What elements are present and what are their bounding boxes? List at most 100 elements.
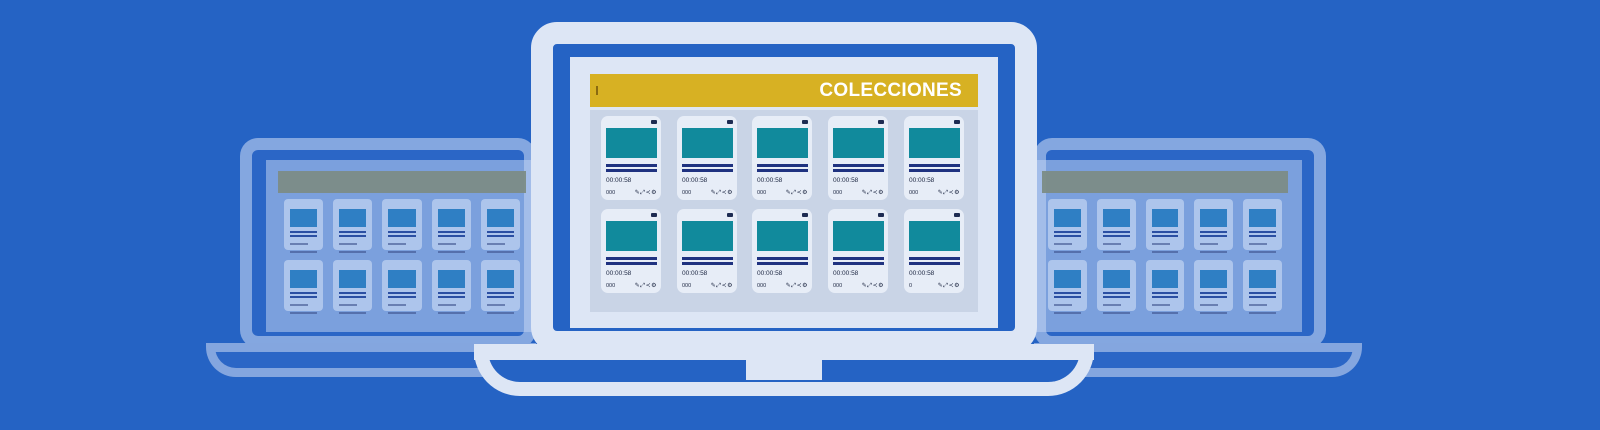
card-badge-icon [802,120,808,124]
right-card [1145,260,1185,314]
share-icon[interactable]: ≺ [645,282,652,289]
left-card [382,199,422,253]
card-badge-icon [878,120,884,124]
card-actions[interactable]: ✎⤢≺⚙ [938,189,960,197]
share-icon[interactable]: ≺ [721,189,728,196]
expand-icon[interactable]: ⤢ [716,189,722,196]
expand-icon[interactable]: ⤢ [791,189,797,196]
share-icon[interactable]: ≺ [645,189,652,196]
card-actions[interactable]: ✎⤢≺⚙ [711,282,733,290]
video-thumbnail[interactable] [606,128,657,158]
left-laptop-grid [284,199,520,314]
video-thumbnail[interactable] [909,128,960,158]
card-actions[interactable]: ✎⤢≺⚙ [786,282,808,290]
settings-icon[interactable]: ⚙ [727,189,733,196]
card-duration: 00:00:58 [909,270,935,277]
left-card [431,260,471,314]
pencil-icon[interactable]: ✎ [710,189,717,196]
center-base-gap-right [822,360,1068,374]
pencil-icon[interactable]: ✎ [937,189,944,196]
card-actions[interactable]: ✎⤢≺⚙ [635,189,657,197]
collection-card[interactable]: 00:00:58 000 ✎⤢≺⚙ [752,209,812,293]
settings-icon[interactable]: ⚙ [954,189,960,196]
card-actions[interactable]: ✎⤢≺⚙ [862,189,884,197]
pencil-icon[interactable]: ✎ [785,189,792,196]
right-card [1048,260,1087,314]
card-badge-icon [802,213,808,217]
expand-icon[interactable]: ⤢ [640,282,646,289]
share-icon[interactable]: ≺ [796,282,803,289]
video-thumbnail[interactable] [757,221,808,251]
settings-icon[interactable]: ⚙ [802,189,808,196]
share-icon[interactable]: ≺ [948,282,955,289]
collection-card[interactable]: 00:00:58 000 ✎⤢≺⚙ [677,209,737,293]
share-icon[interactable]: ≺ [948,189,955,196]
pencil-icon[interactable]: ✎ [937,282,944,289]
card-duration: 00:00:58 [833,270,859,277]
expand-icon[interactable]: ⤢ [716,282,722,289]
expand-icon[interactable]: ⤢ [640,189,646,196]
collection-card[interactable]: 00:00:58 000 ✎⤢≺⚙ [677,116,737,200]
left-card [480,199,520,253]
card-actions[interactable]: ✎⤢≺⚙ [635,282,657,290]
collection-card[interactable]: 00:00:58 000 ✎⤢≺⚙ [828,209,888,293]
settings-icon[interactable]: ⚙ [651,189,657,196]
card-badge-icon [954,120,960,124]
settings-icon[interactable]: ⚙ [802,282,808,289]
collection-card[interactable]: 00:00:58 000 ✎⤢≺⚙ [601,209,661,293]
share-icon[interactable]: ≺ [796,189,803,196]
card-badge-icon [954,213,960,217]
card-count: 000 [682,190,692,196]
card-count: 000 [606,190,616,196]
collection-card[interactable]: 00:00:58 000 ✎⤢≺⚙ [828,116,888,200]
card-duration: 00:00:58 [682,177,708,184]
collection-card[interactable]: 00:00:58 0 ✎⤢≺⚙ [904,209,964,293]
settings-icon[interactable]: ⚙ [727,282,733,289]
expand-icon[interactable]: ⤢ [943,282,949,289]
card-actions[interactable]: ✎⤢≺⚙ [938,282,960,290]
video-thumbnail[interactable] [757,128,808,158]
settings-icon[interactable]: ⚙ [878,282,884,289]
video-thumbnail[interactable] [833,221,884,251]
share-icon[interactable]: ≺ [872,282,879,289]
card-actions[interactable]: ✎⤢≺⚙ [786,189,808,197]
video-thumbnail[interactable] [682,128,733,158]
video-thumbnail[interactable] [833,128,884,158]
card-duration: 00:00:58 [606,177,632,184]
right-card [1096,199,1136,253]
center-laptop-notch [746,358,822,380]
header-marker-icon [596,86,598,95]
card-badge-icon [878,213,884,217]
expand-icon[interactable]: ⤢ [943,189,949,196]
video-thumbnail[interactable] [909,221,960,251]
pencil-icon[interactable]: ✎ [634,282,641,289]
pencil-icon[interactable]: ✎ [785,282,792,289]
expand-icon[interactable]: ⤢ [791,282,797,289]
pencil-icon[interactable]: ✎ [710,282,717,289]
share-icon[interactable]: ≺ [872,189,879,196]
collection-card[interactable]: 00:00:58 000 ✎⤢≺⚙ [601,116,661,200]
card-actions[interactable]: ✎⤢≺⚙ [862,282,884,290]
expand-icon[interactable]: ⤢ [867,189,873,196]
settings-icon[interactable]: ⚙ [954,282,960,289]
settings-icon[interactable]: ⚙ [878,189,884,196]
card-duration: 00:00:58 [682,270,708,277]
center-laptop-hinge [474,344,1094,360]
left-card [480,260,520,314]
left-laptop-header [278,171,526,193]
pencil-icon[interactable]: ✎ [634,189,641,196]
collection-card[interactable]: 00:00:58 000 ✎⤢≺⚙ [752,116,812,200]
video-thumbnail[interactable] [682,221,733,251]
expand-icon[interactable]: ⤢ [867,282,873,289]
left-card [333,260,373,314]
pencil-icon[interactable]: ✎ [861,282,868,289]
right-card [1243,260,1282,314]
collection-card[interactable]: 00:00:58 000 ✎⤢≺⚙ [904,116,964,200]
settings-icon[interactable]: ⚙ [651,282,657,289]
share-icon[interactable]: ≺ [721,282,728,289]
pencil-icon[interactable]: ✎ [861,189,868,196]
card-actions[interactable]: ✎⤢≺⚙ [711,189,733,197]
right-card [1194,260,1234,314]
right-card [1194,199,1234,253]
video-thumbnail[interactable] [606,221,657,251]
